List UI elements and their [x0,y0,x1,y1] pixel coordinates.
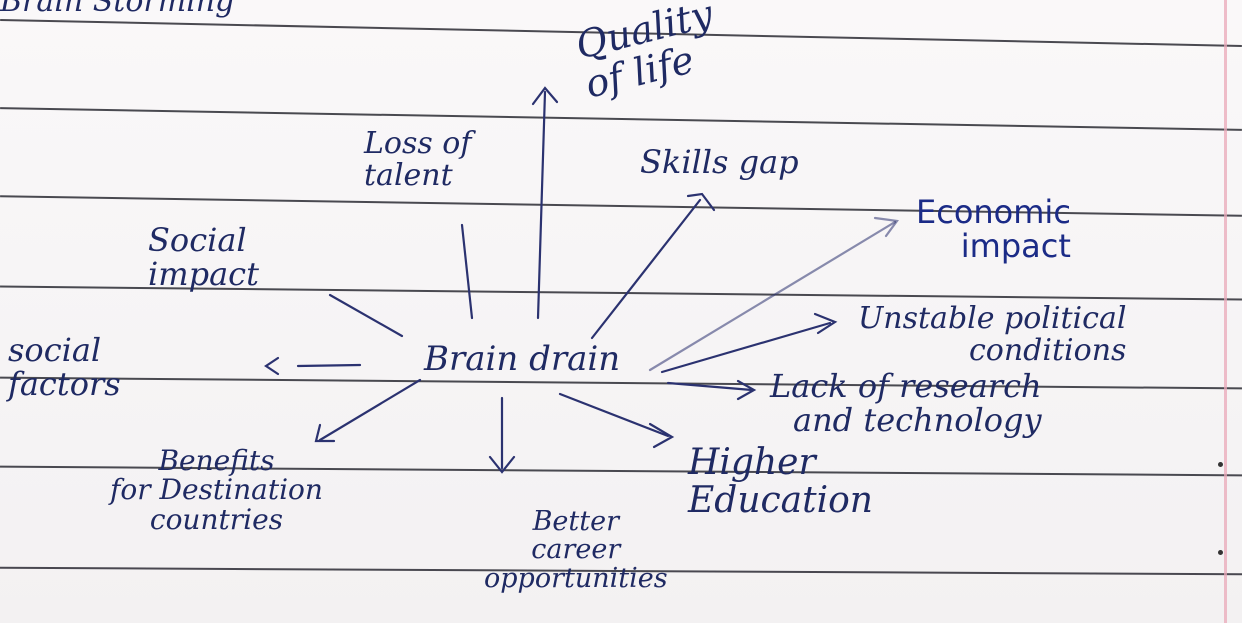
arrowhead-unstable-political [813,312,838,335]
node-loss-of-talent: Loss of talent [364,126,472,193]
node-benefits: Benefits for Destination countries [110,444,323,536]
arrowhead-skills-gap [686,192,716,212]
arrow-economic-impact [648,220,897,372]
arrow-loss-of-talent [460,223,474,320]
arrow-benefits [318,378,422,442]
arrowhead-better-career [488,455,516,474]
margin-line [1224,0,1227,623]
node-better-career: Better career opportunities [484,506,668,594]
node-skills-gap: Skills gap [640,143,799,181]
arrowhead-higher-education [648,422,675,449]
arrow-unstable-political [660,321,832,374]
arrow-higher-education [558,392,670,438]
arrowhead-social-factors [264,356,280,376]
arrowhead-lack-of-research [736,379,757,401]
arrow-social-impact [328,293,404,338]
node-lack-of-research: Lack of research and technology [770,367,1042,439]
node-unstable-political: Unstable political conditions [858,301,1127,368]
node-higher-education: Higher Education [688,442,873,521]
center-node: Brain drain [424,339,621,379]
node-social-factors: social factors [8,331,121,403]
arrowhead-benefits [314,423,336,443]
node-economic-impact: Economic impact [916,193,1071,265]
node-social-impact: Social impact [148,221,259,293]
arrow-quality-of-life [536,90,547,320]
margin-dot [1218,550,1223,555]
page-heading: Brain Storming [0,0,235,19]
margin-dot [1218,462,1223,467]
arrow-skills-gap [590,198,702,340]
arrow-social-factors [296,363,362,368]
arrowhead-economic-impact [873,216,899,238]
arrow-lack-of-research [666,381,754,392]
arrowhead-quality-of-life [531,86,559,106]
